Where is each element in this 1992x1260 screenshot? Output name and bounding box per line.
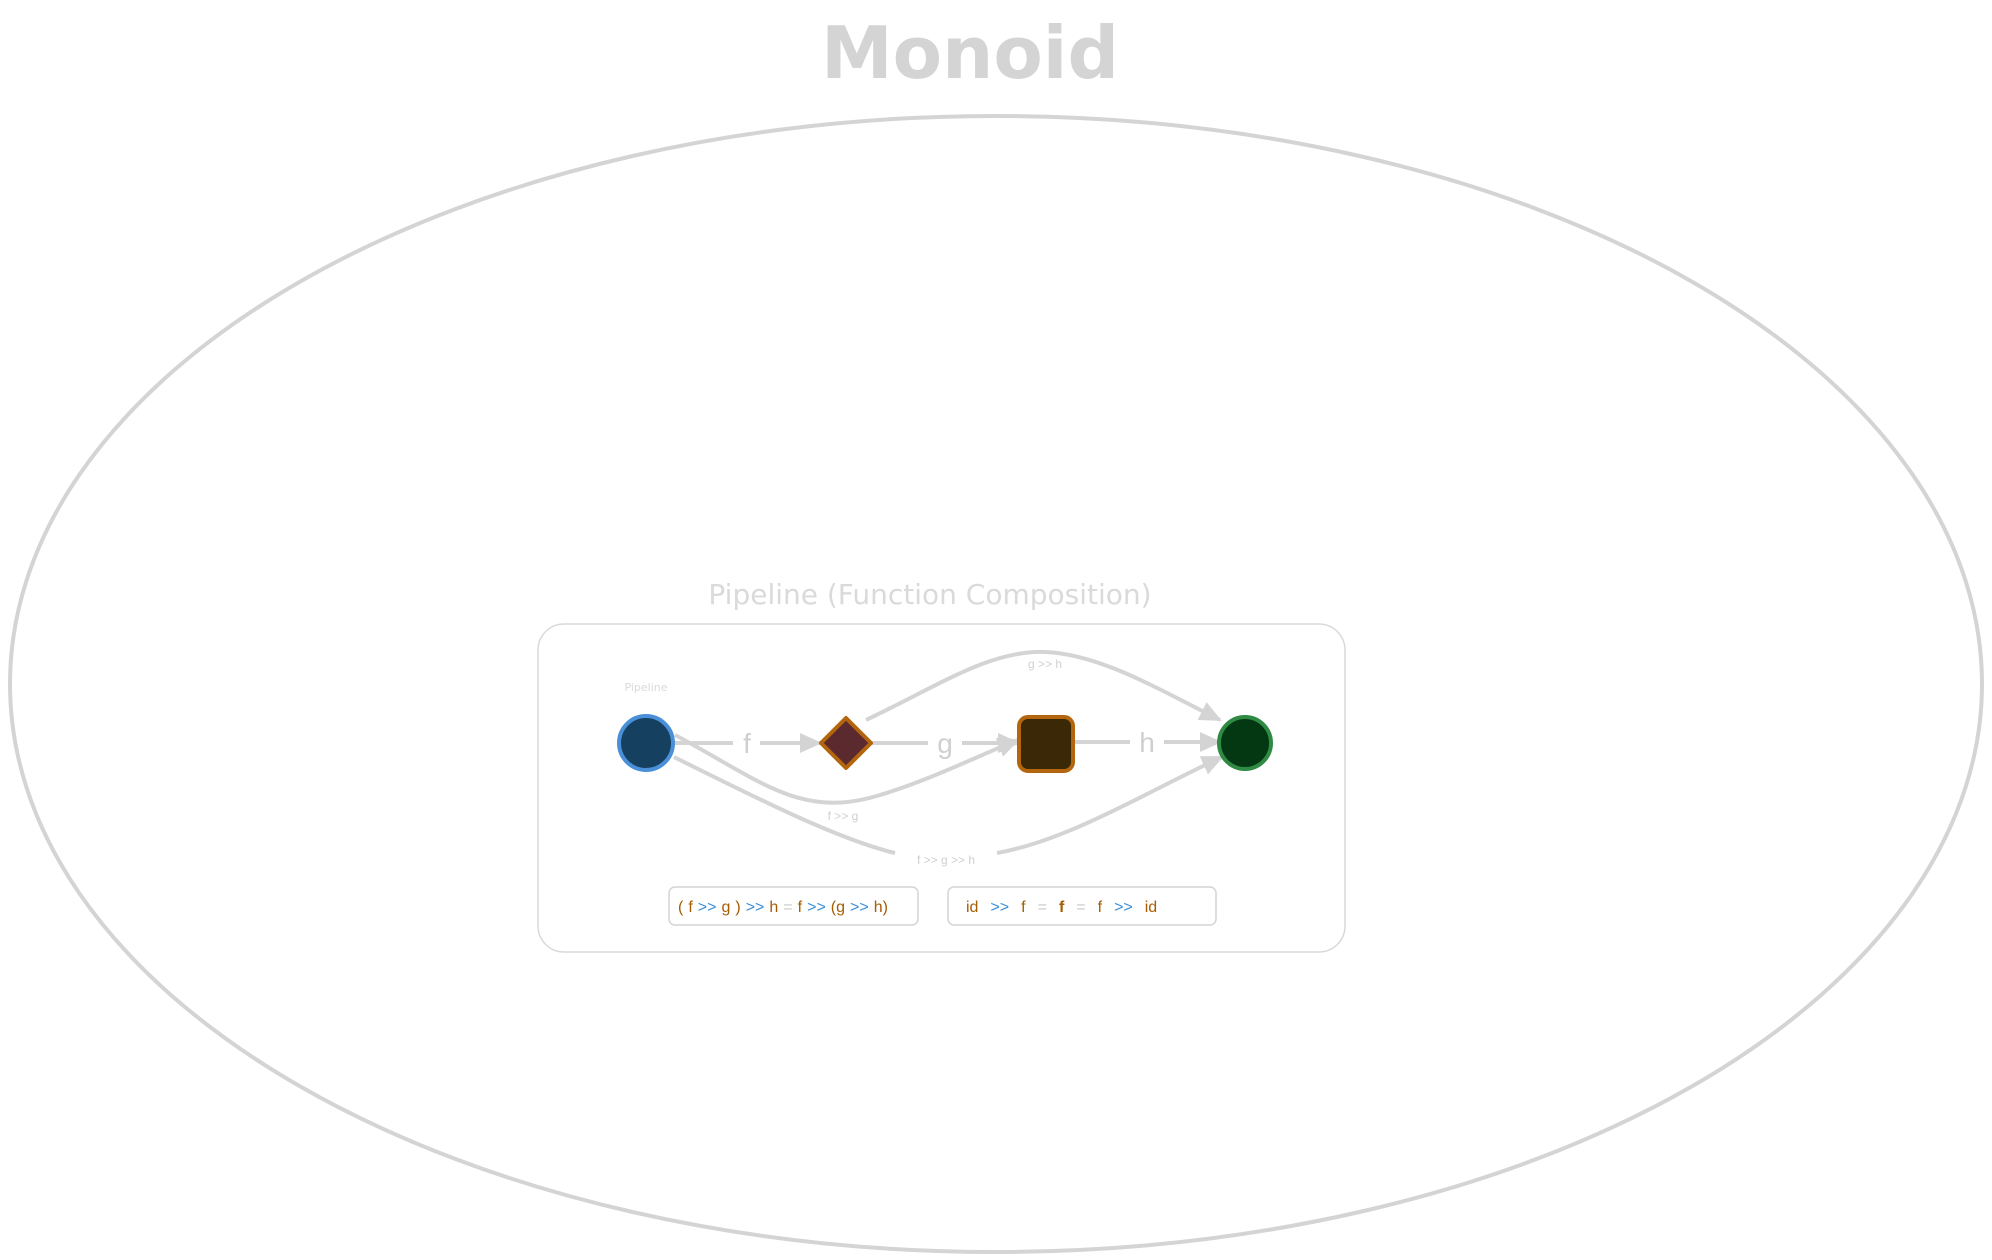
equation-token: >> — [850, 899, 869, 916]
equation-token: id — [1145, 899, 1157, 916]
equation-token: = — [783, 899, 792, 916]
equation-token: f — [1059, 899, 1065, 916]
equation-token: f — [1021, 899, 1026, 916]
equation-token: >> — [1114, 899, 1133, 916]
end-node — [1217, 715, 1273, 771]
equation-token: (g — [831, 899, 845, 916]
edge-h: h — [1074, 727, 1222, 758]
equation-token: f — [688, 899, 693, 916]
equation-token: id — [966, 899, 978, 916]
subgraph-title: Pipeline (Function Composition) — [708, 578, 1151, 611]
equation-token: h — [769, 899, 778, 916]
equation-token: = — [1038, 899, 1047, 916]
associativity-equation-text: (f>>g)>>h=f>>(g>>h) — [678, 899, 888, 916]
edge-g-then-h: g >> h — [865, 649, 1222, 722]
identity-equation-text: id >> f = f = f >> id — [966, 899, 1157, 916]
equation-token: h) — [874, 899, 888, 916]
equation-token: >> — [990, 899, 1009, 916]
equation-token: >> — [807, 899, 826, 916]
equation-token: >> — [698, 899, 717, 916]
equation-token: ( — [678, 899, 684, 916]
diagram-title: Monoid — [821, 11, 1119, 95]
edge-label-g-then-h: g >> h — [1028, 657, 1062, 671]
edge-label-f-then-g-then-h: f >> g >> h — [917, 853, 975, 867]
monoid-ellipse — [8, 114, 1984, 1254]
equation-token: f — [798, 899, 803, 916]
equation-token: f — [1098, 899, 1103, 916]
associativity-equation: (f>>g)>>h=f>>(g>>h) — [668, 886, 919, 926]
edge-label-f: f — [743, 728, 751, 759]
equation-token: = — [1076, 899, 1085, 916]
edge-f: f — [675, 728, 822, 759]
diamond-node — [819, 716, 873, 770]
equation-token: g — [721, 899, 730, 916]
square-node — [1017, 715, 1075, 773]
equation-token: ) — [735, 899, 740, 916]
edge-f-then-g: f >> g — [674, 733, 1020, 823]
start-node — [617, 714, 675, 772]
edge-label-h: h — [1139, 727, 1155, 758]
identity-equation: id >> f = f = f >> id — [947, 886, 1217, 926]
edge-label-f-then-g: f >> g — [828, 809, 859, 823]
edge-label-g: g — [937, 728, 953, 759]
equation-token: >> — [746, 899, 765, 916]
edge-g: g — [872, 728, 1020, 759]
pipeline-cluster — [537, 623, 1346, 953]
start-node-label: Pipeline — [624, 681, 667, 694]
edge-f-then-g-then-h: f >> g >> h — [673, 755, 1224, 867]
